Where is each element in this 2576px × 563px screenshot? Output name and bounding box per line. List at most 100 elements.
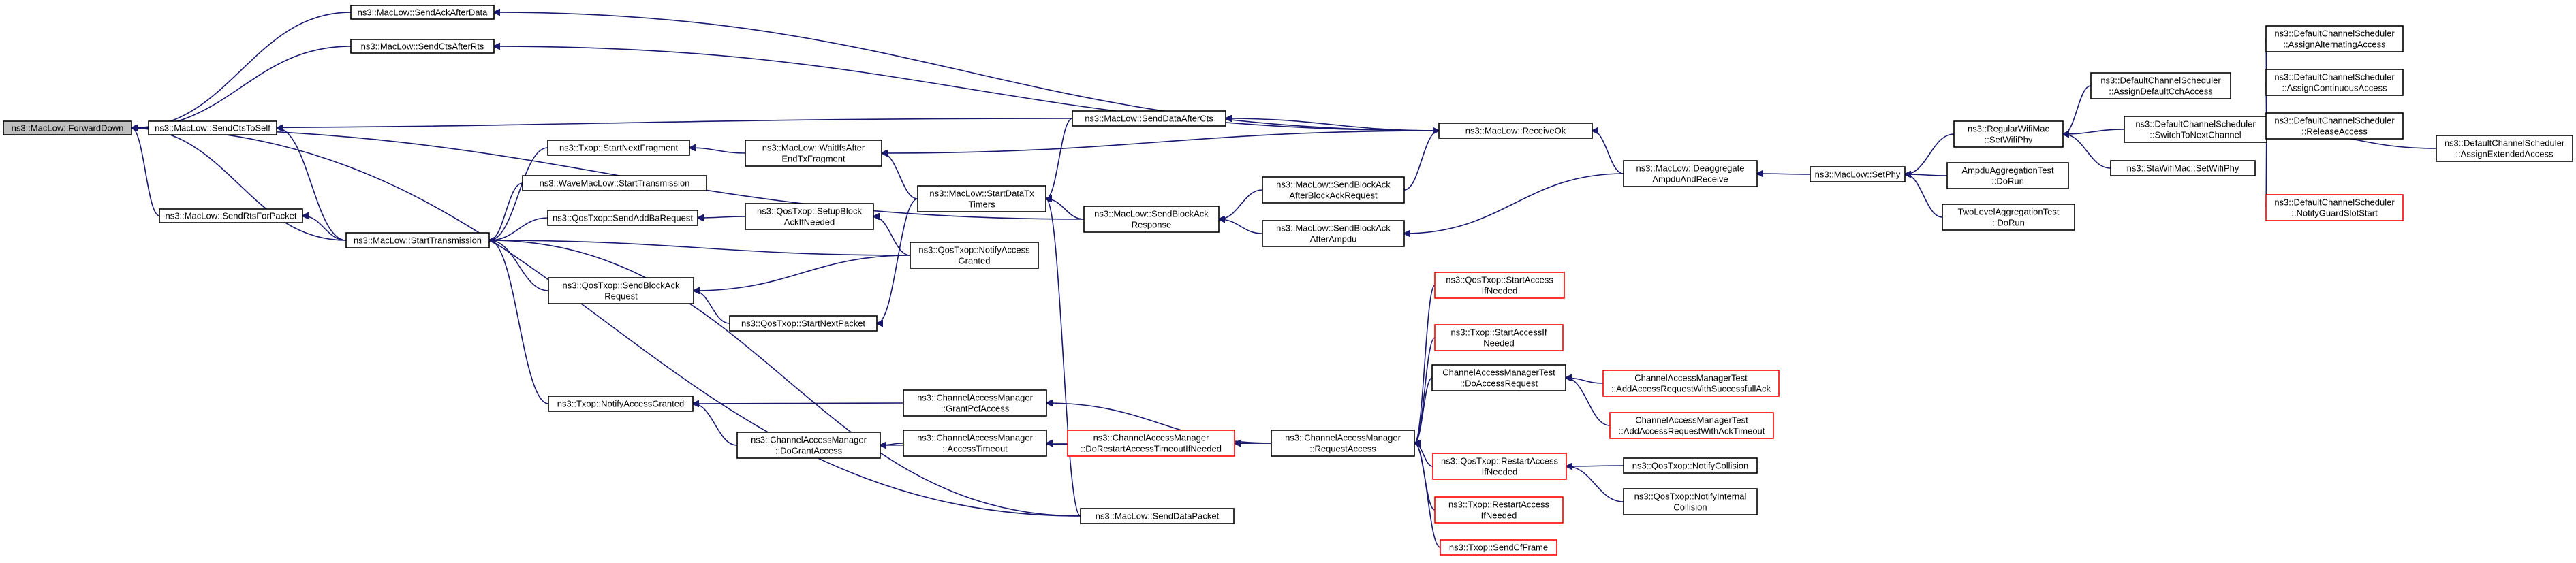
node-label: ns3::QosTxop::SetupBlock xyxy=(757,206,862,216)
call-edge-qostxop_sendblockackrequest-to-starttransmission xyxy=(489,240,549,291)
node-label: ::SwitchToNextChannel xyxy=(2150,130,2241,140)
node-box xyxy=(159,208,303,223)
node-box xyxy=(548,277,694,304)
call-edge-txop_sendcfframe-to-cam_requestaccess xyxy=(1414,443,1441,548)
call-edge-camtest_addacktimeout-to-camtest_doaccessrequest xyxy=(1566,378,1611,426)
call-edge-startdatatxtimers-to-qostxop_startnextpacket xyxy=(877,198,918,323)
graph-node-dcs_notifyguardslot[interactable]: ns3::DefaultChannelScheduler::NotifyGuar… xyxy=(2265,194,2404,221)
call-edge-regularwifimac_setwifiphy-to-setphy xyxy=(1905,133,1955,174)
node-label: ns3::QosTxop::StartNextPacket xyxy=(741,319,865,329)
node-label: EndTxFragment xyxy=(781,154,845,164)
graph-node-senddatapacket[interactable]: ns3::MacLow::SendDataPacket xyxy=(1080,508,1235,524)
node-label: ns3::MacLow::SendCtsAfterRts xyxy=(361,42,484,52)
graph-node-cam_grantpcfaccess[interactable]: ns3::ChannelAccessManager::GrantPcfAcces… xyxy=(903,389,1047,417)
graph-node-wavemaclow_starttransmission[interactable]: ns3::WaveMacLow::StartTransmission xyxy=(522,175,707,191)
node-label: ns3::ChannelAccessManager xyxy=(917,393,1033,403)
graph-node-starttransmission[interactable]: ns3::MacLow::StartTransmission xyxy=(345,232,490,248)
graph-node-cam_accesstimeout[interactable]: ns3::ChannelAccessManager::AccessTimeout xyxy=(903,430,1047,457)
graph-node-setphy[interactable]: ns3::MacLow::SetPhy xyxy=(1810,166,1906,182)
node-label: AmpduAggregationTest xyxy=(1961,165,2054,176)
node-box xyxy=(1271,430,1415,457)
graph-node-camtest_addsuccess[interactable]: ChannelAccessManagerTest::AddAccessReque… xyxy=(1602,370,1780,397)
call-edge-wavemaclow_starttransmission-to-starttransmission xyxy=(489,182,523,240)
graph-node-camtest_addacktimeout[interactable]: ChannelAccessManagerTest::AddAccessReque… xyxy=(1609,412,1774,439)
graph-node-dcs_releaseaccess[interactable]: ns3::DefaultChannelScheduler::ReleaseAcc… xyxy=(2265,112,2404,140)
graph-node-dcs_switchtonext[interactable]: ns3::DefaultChannelScheduler::SwitchToNe… xyxy=(2124,116,2267,143)
node-box xyxy=(1434,272,1565,299)
graph-node-dcs_assigndefaultcch[interactable]: ns3::DefaultChannelScheduler::AssignDefa… xyxy=(2090,72,2231,99)
node-box xyxy=(1946,162,2069,189)
node-label: ns3::ChannelAccessManager xyxy=(1093,433,1209,443)
node-box xyxy=(903,430,1047,457)
call-edge-senddatapacket-to-starttransmission xyxy=(489,240,1081,517)
node-label: ns3::MacLow::WaitIfsAfter xyxy=(762,143,865,153)
node-label: ::AssignAlternatingAccess xyxy=(2283,39,2386,50)
graph-node-qostxop_startnextpacket[interactable]: ns3::QosTxop::StartNextPacket xyxy=(729,315,878,332)
graph-node-txop_notifyaccessgranted[interactable]: ns3::Txop::NotifyAccessGranted xyxy=(548,396,694,412)
graph-node-sendrtsforpacket[interactable]: ns3::MacLow::SendRtsForPacket xyxy=(159,208,303,223)
node-box xyxy=(2110,160,2256,176)
graph-node-cam_requestaccess[interactable]: ns3::ChannelAccessManager::RequestAccess xyxy=(1271,430,1415,457)
graph-node-dcs_assignalternating[interactable]: ns3::DefaultChannelScheduler::AssignAlte… xyxy=(2265,25,2404,52)
node-label: ns3::StaWifiMac::SetWifiPhy xyxy=(2127,163,2239,174)
node-box xyxy=(1609,412,1774,439)
graph-node-forwarddown[interactable]: ns3::MacLow::ForwardDown xyxy=(3,120,132,135)
node-box xyxy=(1440,539,1557,556)
node-label: ns3::QosTxop::NotifyAccess xyxy=(918,245,1030,255)
graph-node-senddataafterctsnode[interactable]: ns3::MacLow::SendDataAfterCts xyxy=(1072,110,1226,127)
graph-node-txop_sendcfframe[interactable]: ns3::Txop::SendCfFrame xyxy=(1440,539,1557,556)
graph-node-qostxop_notifyaccessgranted[interactable]: ns3::QosTxop::NotifyAccessGranted xyxy=(910,242,1039,269)
graph-node-sendctstoself[interactable]: ns3::MacLow::SendCtsToSelf xyxy=(148,120,277,135)
graph-node-txop_startnextfragment[interactable]: ns3::Txop::StartNextFragment xyxy=(547,140,690,156)
node-box xyxy=(2436,135,2573,162)
node-label: ::AddAccessRequestWithAckTimeout xyxy=(1619,426,1765,436)
graph-node-sendblockackafterbar[interactable]: ns3::MacLow::SendBlockAckAfterBlockAckRe… xyxy=(1262,176,1405,204)
node-box xyxy=(903,389,1047,417)
node-label: ns3::MacLow::SendDataPacket xyxy=(1096,511,1220,521)
node-label: ns3::DefaultChannelScheduler xyxy=(2135,119,2256,129)
graph-node-twolevel_dorun[interactable]: TwoLevelAggregationTest::DoRun xyxy=(1942,204,2075,231)
graph-node-regularwifimac_setwifiphy[interactable]: ns3::RegularWifiMac::SetWifiPhy xyxy=(1953,120,2064,148)
call-edge-deaggregate-to-receiveok xyxy=(1592,131,1624,174)
call-edge-txop_startnextfragment-to-starttransmission xyxy=(489,147,548,240)
graph-node-qostxop_sendaddbarequest[interactable]: ns3::QosTxop::SendAddBaRequest xyxy=(547,210,698,226)
node-box xyxy=(2090,72,2231,99)
node-box xyxy=(745,203,874,230)
graph-node-sendctsafterrts[interactable]: ns3::MacLow::SendCtsAfterRts xyxy=(350,39,495,54)
graph-node-stawifimac_setwifiphy[interactable]: ns3::StaWifiMac::SetWifiPhy xyxy=(2110,160,2256,176)
graph-node-cam_dorestart[interactable]: ns3::ChannelAccessManager::DoRestartAcce… xyxy=(1067,430,1235,457)
node-box xyxy=(547,210,698,226)
call-edge-qostxop_setupblockackifneeded-to-qostxop_sendaddbarequest xyxy=(698,216,746,218)
node-box xyxy=(1438,123,1593,139)
call-edge-qostxop_notifyaccessgranted-to-qostxop_sendblockackrequest xyxy=(694,255,911,291)
graph-node-sendackafterdata[interactable]: ns3::MacLow::SendAckAfterData xyxy=(350,5,495,20)
graph-node-camtest_doaccessrequest[interactable]: ChannelAccessManagerTest::DoAccessReques… xyxy=(1431,364,1566,391)
node-label: AckIfNeeded xyxy=(784,217,835,227)
node-box xyxy=(2124,116,2267,143)
node-label: ns3::QosTxop::NotifyInternal xyxy=(1634,492,1747,502)
node-label: ns3::MacLow::SendBlockAck xyxy=(1094,209,1209,219)
call-edge-qostxop_sendaddbarequest-to-starttransmission xyxy=(489,217,548,240)
graph-node-cam_dogrant[interactable]: ns3::ChannelAccessManager::DoGrantAccess xyxy=(736,432,881,459)
graph-node-qostxop_notifycollision[interactable]: ns3::QosTxop::NotifyCollision xyxy=(1623,457,1758,474)
graph-node-dcs_assigncontinuous[interactable]: ns3::DefaultChannelScheduler::AssignCont… xyxy=(2265,69,2404,96)
graph-node-dcs_assignextended[interactable]: ns3::DefaultChannelScheduler::AssignExte… xyxy=(2436,135,2573,162)
node-box xyxy=(917,185,1046,212)
graph-node-ampdu_dorun[interactable]: AmpduAggregationTest::DoRun xyxy=(1946,162,2069,189)
node-box xyxy=(1067,430,1235,457)
node-label: AfterAmpdu xyxy=(1310,234,1357,244)
graph-node-receiveok[interactable]: ns3::MacLow::ReceiveOk xyxy=(1438,123,1593,139)
